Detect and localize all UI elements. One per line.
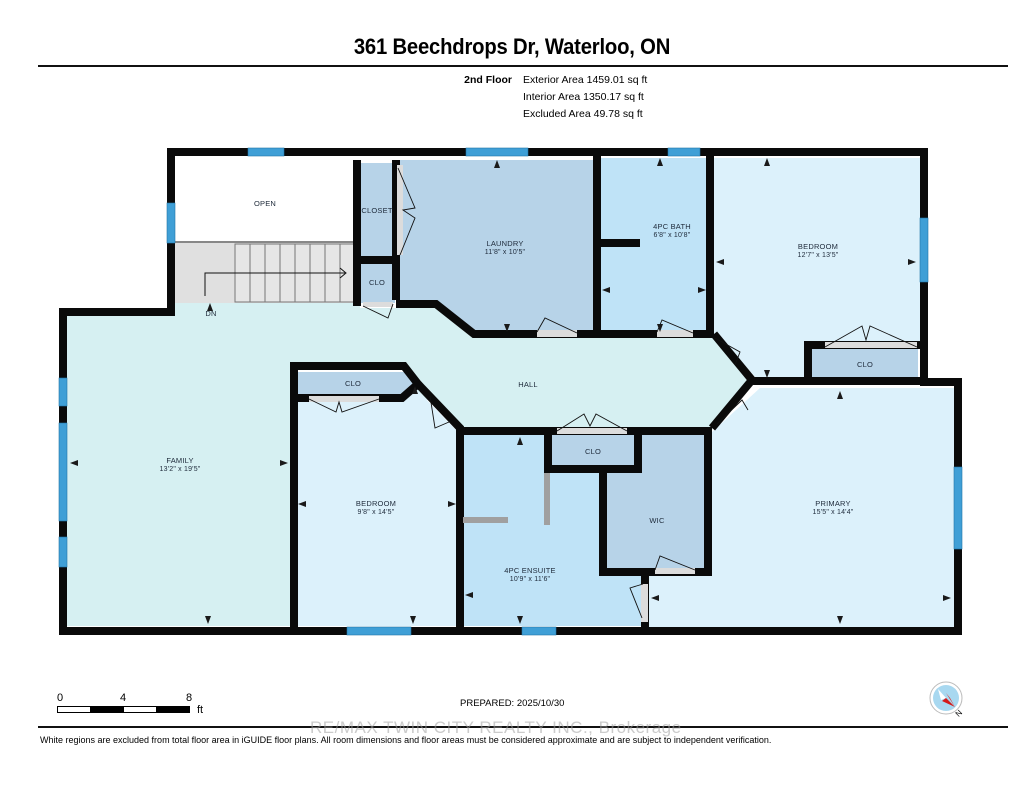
- room-dimensions: 9'8" x 14'5": [357, 509, 395, 516]
- room-name: LAUNDRY: [486, 239, 524, 248]
- dimension-markers: [70, 158, 951, 624]
- brokerage-watermark: RE/MAX TWIN CITY REALTY INC., Brokerage: [310, 718, 682, 737]
- bedroom-ne-floor: [713, 158, 920, 380]
- room-dimensions: 10'9" x 11'6": [509, 576, 551, 583]
- clo-w-floor: [297, 372, 415, 398]
- window-bath: [667, 147, 701, 157]
- stair-direction-arrow: [204, 272, 345, 296]
- ensuite-floor: [463, 434, 643, 626]
- stairs-label: DN: [205, 309, 217, 318]
- room-label-clo-mid: CLO: [585, 447, 601, 456]
- window-bedroom-w: [346, 626, 412, 636]
- room-name: FAMILY: [166, 456, 194, 465]
- excluded-area: Excluded Area 49.78 sq ft: [523, 108, 643, 120]
- room-label-clo-stair: CLO: [369, 278, 385, 287]
- window-open-left: [166, 202, 176, 244]
- room-dimensions: 6'8" x 10'8": [653, 232, 691, 239]
- window-family-1: [58, 377, 68, 407]
- laundry-floor: [400, 160, 593, 332]
- room-name: CLO: [856, 360, 874, 369]
- interior-area: Interior Area 1350.17 sq ft: [523, 91, 644, 103]
- scale-segment: [123, 706, 157, 713]
- room-dimensions: 15'5" x 14'4": [812, 509, 854, 516]
- clo-ne-floor: [812, 348, 918, 381]
- title-divider: [38, 65, 1008, 67]
- closet-floor: [360, 163, 395, 257]
- room-dimensions: 12'7" x 13'5": [797, 252, 839, 259]
- clo-mid-floor: [551, 434, 635, 467]
- wic-floor: [605, 434, 706, 570]
- window-ensuite: [521, 626, 557, 636]
- disclaimer: White regions are excluded from total fl…: [40, 735, 772, 745]
- room-dimensions: 11'8" x 10'5": [484, 249, 526, 256]
- compass-icon: [929, 681, 963, 715]
- room-name: CLO: [368, 278, 386, 287]
- room-name: PRIMARY: [815, 499, 851, 508]
- room-label-closet: CLOSET: [361, 206, 392, 215]
- door-swings: [308, 167, 918, 619]
- scale-tick-0: 0: [57, 692, 64, 704]
- prepared-date: PREPARED: 2025/10/30: [460, 698, 565, 709]
- exterior-area: Exterior Area 1459.01 sq ft: [523, 74, 648, 86]
- ensuite-partition-1: [463, 517, 508, 523]
- room-name: BEDROOM: [797, 242, 839, 251]
- scale-segment: [156, 706, 190, 713]
- walls: [59, 148, 962, 635]
- bedroom-w-floor: [297, 388, 458, 626]
- scale-unit: ft: [197, 704, 204, 716]
- page-title: 361 Beechdrops Dr, Waterloo, ON: [353, 34, 671, 59]
- room-name: CLO: [584, 447, 602, 456]
- room-label-hall: HALL: [518, 380, 538, 389]
- room-name: WIC: [649, 516, 665, 525]
- room-label-clo-w: CLO: [345, 379, 361, 388]
- room-label-clo-ne: CLO: [857, 360, 873, 369]
- window-family-2: [58, 422, 68, 522]
- scale-tick-8: 8: [186, 692, 193, 704]
- footer-divider: [38, 726, 1008, 728]
- ensuite-partition-2: [544, 473, 550, 525]
- stairs-down-label: DN: [205, 309, 216, 318]
- open-area: [175, 163, 355, 241]
- windows: [58, 147, 963, 636]
- room-name: 4PC ENSUITE: [504, 566, 556, 575]
- room-name: OPEN: [253, 199, 277, 208]
- floor-label: 2nd Floor: [464, 74, 512, 86]
- scale-tick-4: 4: [120, 692, 127, 704]
- stair-arrowhead: [339, 267, 347, 279]
- clo-stair-floor: [360, 263, 395, 303]
- window-open-top: [247, 147, 285, 157]
- door-thresholds: [309, 165, 917, 622]
- room-name: BEDROOM: [355, 499, 397, 508]
- window-primary: [953, 466, 963, 550]
- primary-floor: [648, 388, 955, 628]
- family-hall-floor: [67, 303, 750, 626]
- window-laundry: [465, 147, 529, 157]
- scale-segment: [57, 706, 91, 713]
- window-bedroom-ne: [919, 217, 929, 283]
- room-label-wic: WIC: [649, 516, 664, 525]
- room-name: 4PC BATH: [653, 222, 691, 231]
- room-name: CLOSET: [361, 206, 393, 215]
- room-label-open: OPEN: [254, 199, 276, 208]
- room-dimensions: 13'2" x 19'5": [159, 466, 201, 473]
- window-family-3: [58, 536, 68, 568]
- scale-segment: [90, 706, 124, 713]
- room-name: CLO: [344, 379, 362, 388]
- room-name: HALL: [518, 380, 538, 389]
